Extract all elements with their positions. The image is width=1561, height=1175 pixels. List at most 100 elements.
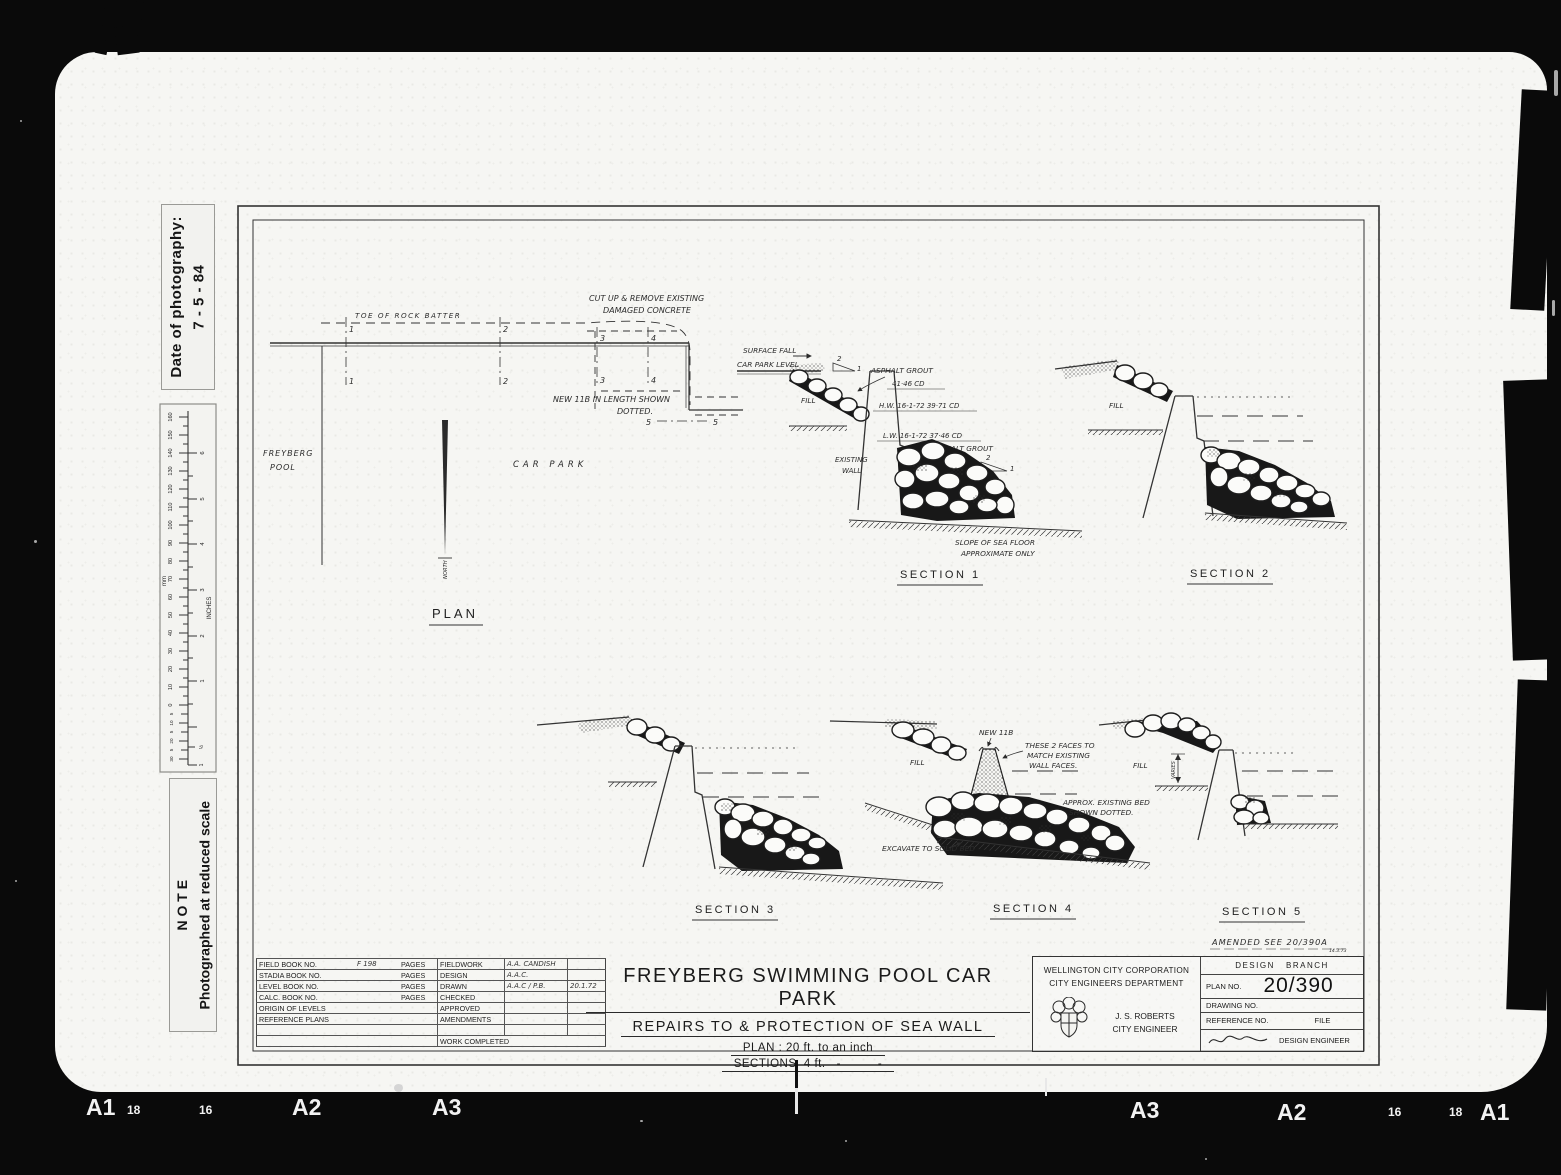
plan-marker-5: 5 bbox=[713, 418, 718, 427]
faces-note: MATCH EXISTING bbox=[1027, 751, 1090, 760]
high-water-label: H.W. 16-1-72 39·71 CD bbox=[879, 402, 960, 410]
plan-no-value: 20/390 bbox=[1263, 974, 1334, 997]
sea-floor-note: SLOPE OF SEA FLOOR bbox=[955, 538, 1035, 547]
mm-tick-label: 40 bbox=[168, 630, 174, 636]
drawing-title-block: FREYBERG SWIMMING POOL CAR PARK REPAIRS … bbox=[586, 956, 1030, 1072]
corporation-name: WELLINGTON CITY CORPORATION bbox=[1043, 966, 1190, 975]
cut-up-note: DAMAGED CONCRETE bbox=[603, 306, 692, 315]
design-branch-panel: DESIGN BRANCH PLAN NO. 20/390 DRAWING NO… bbox=[1201, 957, 1363, 1051]
date-of-photography-value: 7 - 5 - 84 bbox=[190, 264, 207, 330]
plan-marker-3: 3 bbox=[600, 334, 605, 343]
field-book-label: FIELD BOOK NO. bbox=[256, 958, 355, 970]
mm-tick-label: 70 bbox=[168, 576, 174, 582]
edge-mark: 18 bbox=[127, 1103, 141, 1117]
film-edge-mark bbox=[1503, 379, 1557, 661]
table-row: LEVEL BOOK NO. PAGES DRAWN A.A.C / P.B. … bbox=[256, 980, 606, 992]
inch-tick-label: 3 bbox=[200, 588, 206, 591]
sections-scale: SECTIONS 4 ft. - - bbox=[721, 1058, 895, 1072]
field-book-value: F 198 bbox=[355, 958, 399, 970]
varies-dimension: VARIES bbox=[1171, 753, 1185, 783]
edge-mark: A3 bbox=[432, 1094, 462, 1120]
city-engineer-name: J. S. ROBERTS bbox=[1115, 1011, 1175, 1021]
slope-ratio: 1 bbox=[1010, 465, 1014, 473]
registration-tick bbox=[1045, 1078, 1047, 1096]
plan-marker-4: 4 bbox=[651, 334, 656, 343]
drawing-frame bbox=[237, 205, 1380, 1066]
north-label: NORTH bbox=[443, 560, 449, 579]
drawing-no-label: DRAWING NO. bbox=[1206, 1000, 1259, 1010]
corporation-panel: WELLINGTON CITY CORPORATION CITY ENGINEE… bbox=[1033, 957, 1201, 1051]
faces-note: WALL FACES. bbox=[1029, 761, 1077, 770]
section-2-title: SECTION 2 bbox=[1190, 568, 1271, 580]
plan-marker-4: 4 bbox=[651, 376, 656, 385]
mm-unit-label: mm bbox=[162, 576, 168, 586]
section-4: NEW 11B THESE 2 FACES TO MATCH EXISTING … bbox=[829, 719, 1150, 920]
inches-unit-label: INCHES bbox=[207, 597, 213, 620]
city-crest-icon bbox=[1050, 997, 1088, 1038]
mm-tick-label: 0 bbox=[168, 703, 174, 706]
design-branch-label: DESIGN BRANCH bbox=[1201, 957, 1363, 975]
mm-tick-label: 20 bbox=[168, 666, 174, 672]
edge-mark: A1 bbox=[1480, 1099, 1510, 1125]
plan-marker-1: 1 bbox=[349, 325, 354, 334]
fill-label: FILL bbox=[801, 396, 816, 405]
mm-tick-label: 90 bbox=[168, 540, 174, 546]
existing-wall-label: WALL bbox=[842, 467, 861, 475]
mm-tick-label: 130 bbox=[168, 466, 174, 475]
table-row: STADIA BOOK NO. PAGES DESIGN A.A.C. bbox=[256, 969, 606, 981]
section-1-title: SECTION 1 bbox=[900, 569, 981, 581]
new-wall-dotted-outline bbox=[587, 330, 743, 416]
edge-mark: A2 bbox=[292, 1094, 322, 1120]
faces-note: THESE 2 FACES TO bbox=[1025, 741, 1095, 750]
table-row: ORIGIN OF LEVELS APPROVED bbox=[256, 1002, 606, 1014]
rock-armour bbox=[714, 798, 827, 866]
mm-tick-label: 50 bbox=[168, 612, 174, 618]
mm-tick-label: 150 bbox=[168, 430, 174, 439]
design-engineer-label: DESIGN ENGINEER bbox=[1279, 1035, 1350, 1045]
drawing-area: 1 1 2 2 3 3 4 4 5 5 NORTH bbox=[237, 205, 1380, 1066]
inch-tick-label: 1 bbox=[199, 763, 205, 766]
edge-mark: 16 bbox=[1388, 1105, 1402, 1119]
mm-tick-label: 100 bbox=[168, 520, 174, 529]
plan-view: 1 1 2 2 3 3 4 4 5 5 NORTH bbox=[263, 294, 743, 626]
toe-of-rock-batter-line bbox=[321, 320, 691, 405]
rock-armour bbox=[925, 791, 1126, 860]
toe-of-rock-batter-label: TOE OF ROCK BATTER bbox=[355, 311, 461, 320]
section-3: SECTION 3 bbox=[536, 715, 944, 921]
table-row: FIELD BOOK NO. F 198 PAGES FIELDWORK A.A… bbox=[256, 958, 606, 970]
existing-wall-label: EXISTING bbox=[835, 456, 868, 464]
section-2: FILL SECTION 2 bbox=[1054, 359, 1348, 585]
section-5-title: SECTION 5 bbox=[1222, 906, 1303, 918]
department-name: CITY ENGINEERS DEPARTMENT bbox=[1049, 979, 1184, 988]
mm-tick-label: 110 bbox=[168, 503, 174, 512]
section-1: SURFACE FALL CAR PARK LEVEL 2 1 ASPHALT … bbox=[737, 346, 1083, 586]
edge-mark: A3 bbox=[1130, 1097, 1160, 1123]
mm-tick-label: 30 bbox=[168, 648, 174, 654]
existing-bed-note: APPROX. EXISTING BED bbox=[1062, 798, 1150, 807]
mm-tick-label: 5 bbox=[169, 712, 174, 715]
plan-marker-1: 1 bbox=[349, 377, 354, 386]
registration-tick bbox=[795, 1060, 798, 1092]
varies-label: VARIES bbox=[1171, 760, 1177, 779]
mm-tick-label: 30 bbox=[169, 756, 174, 762]
plan-no-label: PLAN NO. bbox=[1206, 981, 1242, 991]
freyberg-pool-label: FREYBERG bbox=[263, 449, 313, 458]
new-wall-section bbox=[969, 748, 1010, 800]
city-engineer-title: CITY ENGINEER bbox=[1112, 1024, 1178, 1034]
inch-tick-label: 6 bbox=[200, 451, 206, 454]
slope-ratio: 1 bbox=[857, 365, 861, 373]
north-arrow: NORTH bbox=[438, 420, 452, 579]
registration-tick bbox=[795, 1088, 798, 1114]
inch-tick-label: 4 bbox=[200, 542, 206, 546]
car-park-level-label: CAR PARK LEVEL bbox=[737, 360, 799, 369]
section-5: FILL VARIES bbox=[1098, 712, 1342, 923]
note-text: Photographed at reduced scale bbox=[196, 800, 212, 1010]
mm-tick-label: 120 bbox=[168, 484, 174, 493]
new-wall-note: NEW 11B IN LENGTH SHOWN bbox=[553, 395, 670, 404]
amended-date: 14.3.73 bbox=[1329, 948, 1347, 954]
mm-tick-label: 5 bbox=[169, 730, 174, 733]
cd-level-label: 41·46 CD bbox=[892, 380, 925, 388]
note-title: N O T E bbox=[173, 879, 190, 931]
asphalt-grout-label: ASPHALT GROUT bbox=[930, 444, 993, 453]
drawing-sheet: Date of photography: 7 - 5 - 84 bbox=[55, 52, 1547, 1092]
